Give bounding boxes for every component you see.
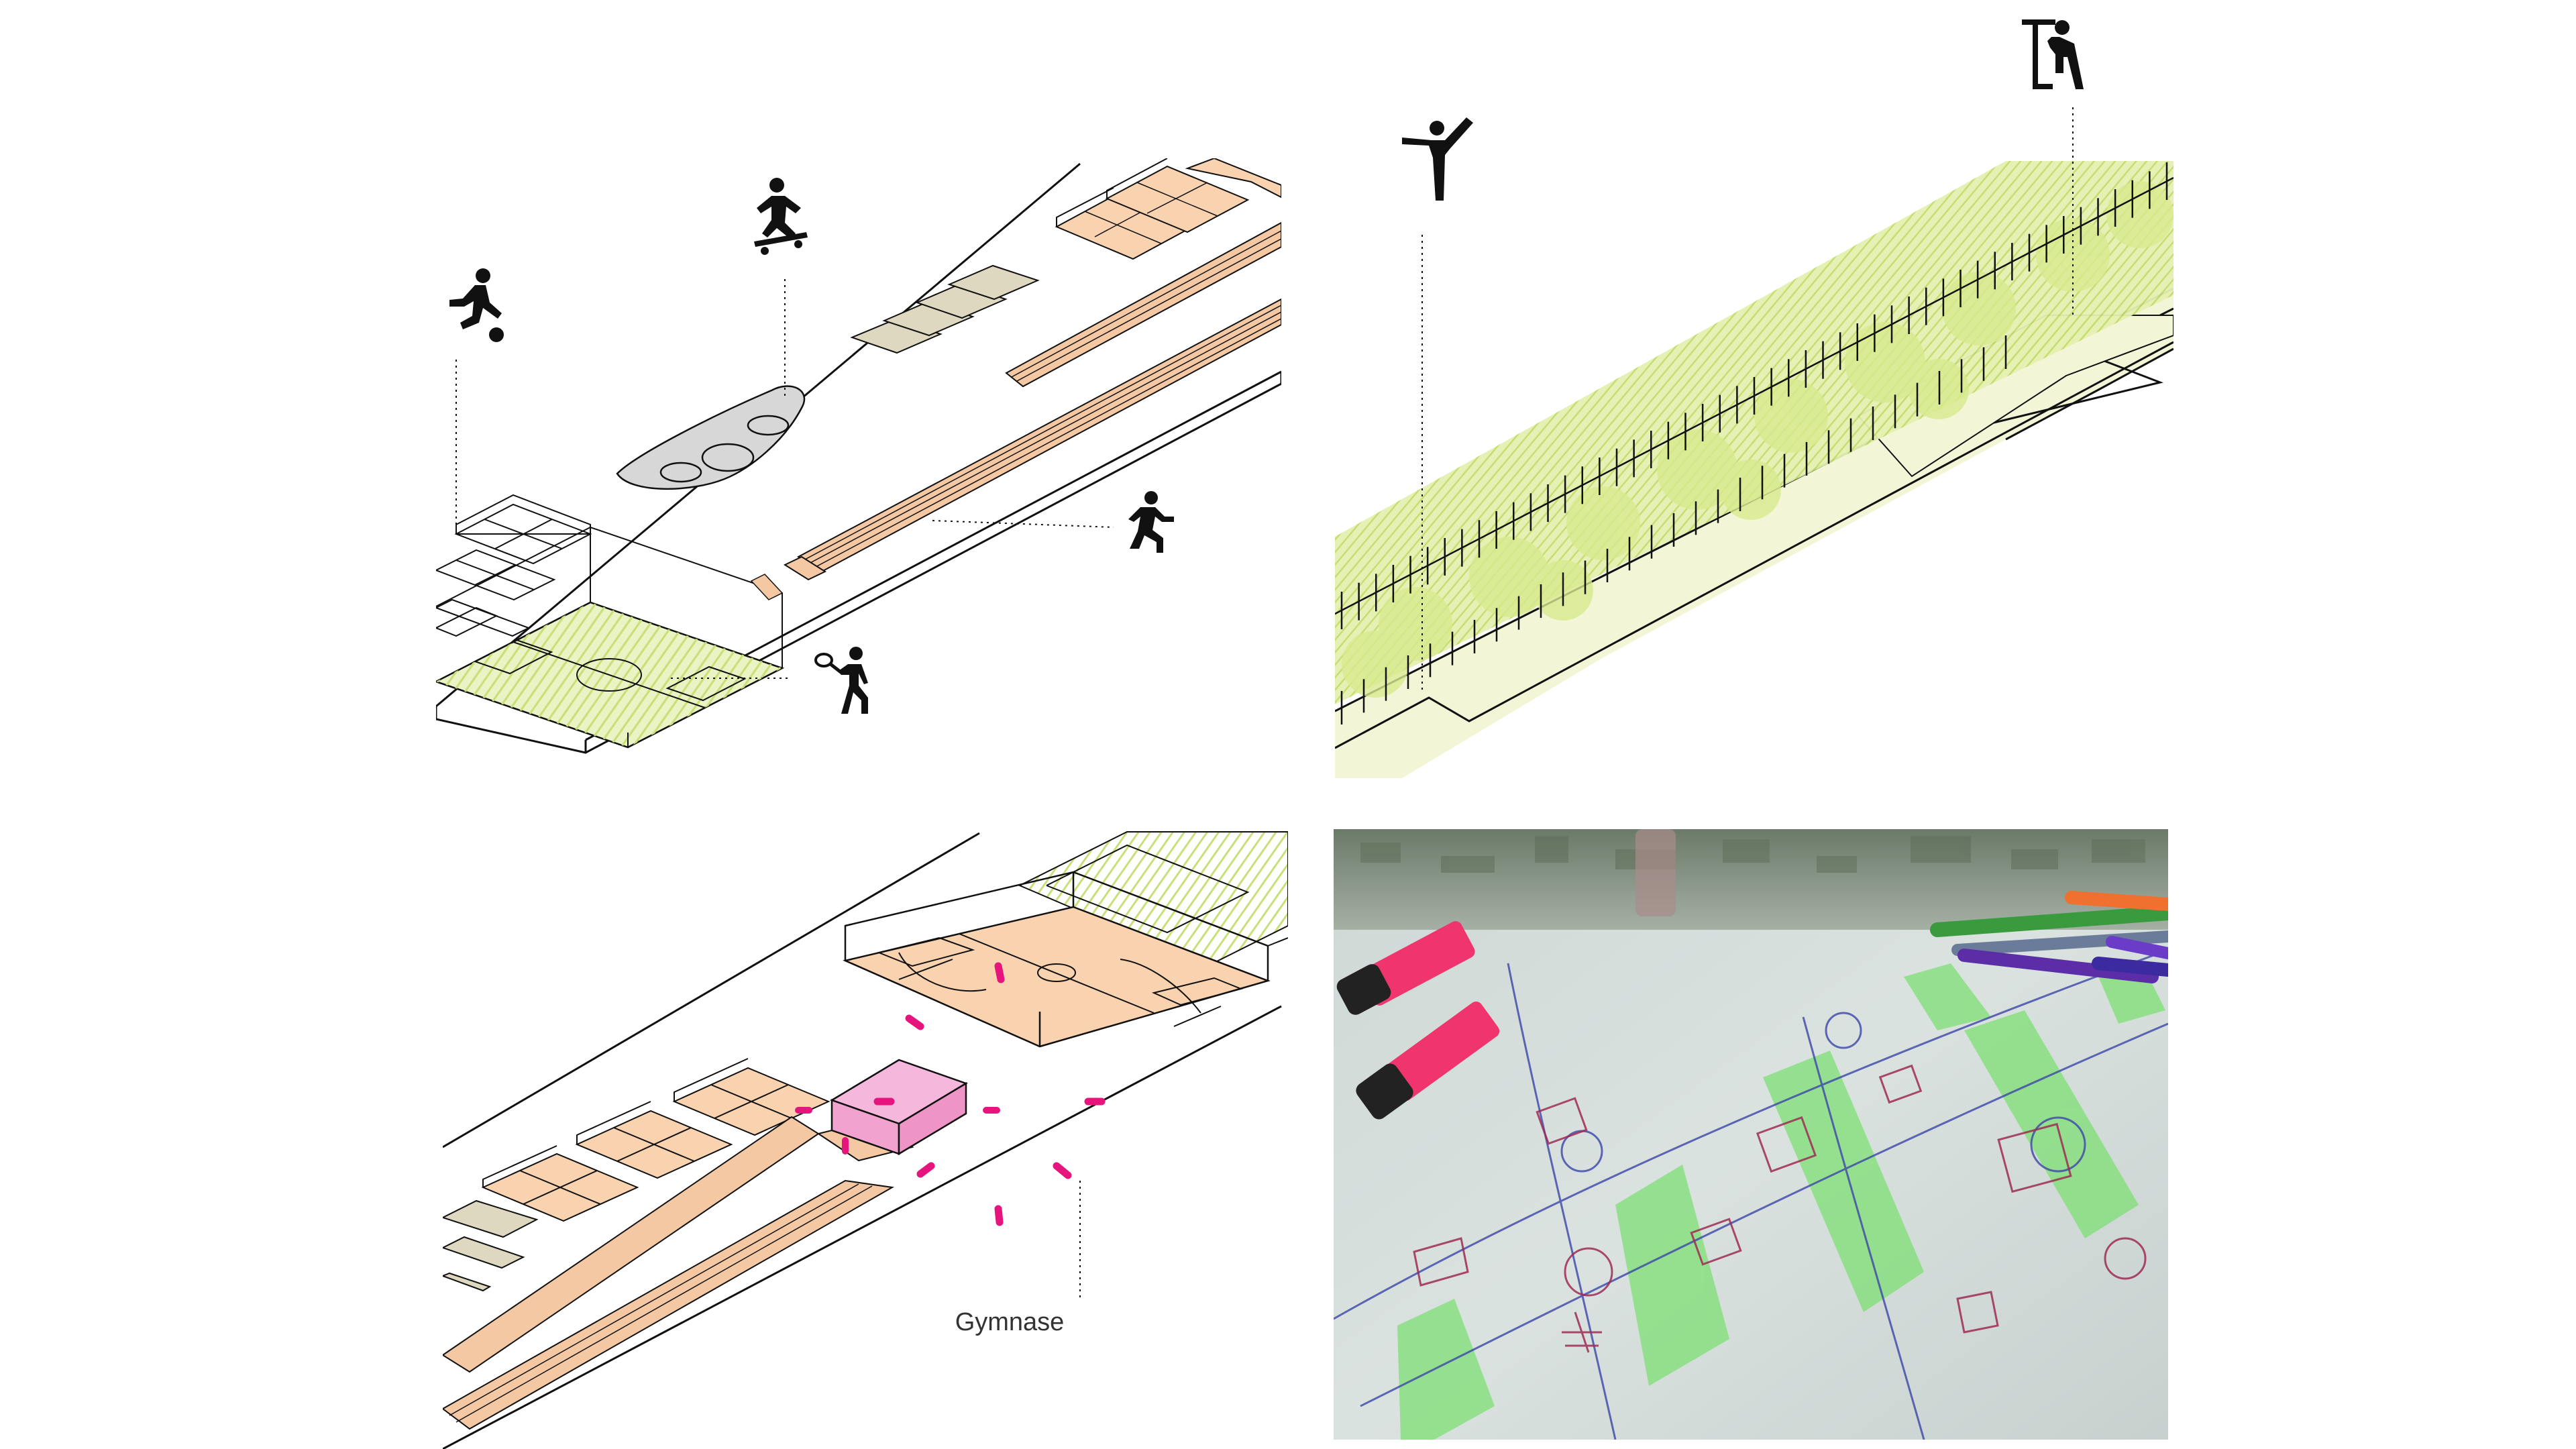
park-leader-lines (1421, 107, 2074, 691)
runner-icon (1128, 491, 1174, 553)
park-strip-drawing (1335, 107, 2174, 778)
gym-slab (443, 832, 1282, 1449)
park-strip-axonometric (1335, 0, 2174, 778)
gym-beige-strips (443, 1199, 539, 1292)
gymnase-strip-drawing (443, 831, 1288, 1449)
workshop-photo-illustration (1334, 829, 2168, 1440)
skate-plaza (616, 385, 806, 490)
tennis-player-icon (814, 647, 868, 714)
football-pitch (436, 526, 785, 749)
sports-strip-drawing (436, 158, 1281, 754)
green-highlights (1397, 963, 2165, 1440)
gymnase-block (830, 1059, 968, 1156)
top-courts (1055, 158, 1281, 260)
outdoor-fitness-icon (2022, 19, 2084, 89)
tree-blobs (1342, 181, 2174, 698)
sketch-lines-blue (1334, 949, 2168, 1440)
skateboarder-icon (754, 178, 808, 255)
sports-strip-axonometric (436, 158, 1281, 762)
gymnase-label: Gymnase (955, 1308, 1065, 1336)
workshop-photo (1334, 829, 2168, 1440)
leader-lines (455, 279, 1114, 679)
pink-marker-2 (1356, 1001, 1500, 1120)
gymnase-highlight-rays (795, 1107, 1000, 1155)
yoga-pose-icon (1402, 117, 1473, 201)
beige-strips (850, 264, 1040, 354)
tennis-courts (481, 1058, 830, 1222)
gymnase-strip-axonometric (443, 825, 1288, 1449)
glass-object (1635, 829, 1676, 916)
basketball-court (843, 871, 1288, 1048)
sketch-lines-red (1413, 1064, 2147, 1353)
football-player-icon (449, 268, 504, 342)
running-track (783, 221, 1281, 581)
gymnase-glow-rays (873, 962, 1106, 1226)
colored-pens (1930, 891, 2168, 983)
pink-marker-1 (1336, 921, 1475, 1015)
tree-trunk-row (1340, 162, 2168, 724)
